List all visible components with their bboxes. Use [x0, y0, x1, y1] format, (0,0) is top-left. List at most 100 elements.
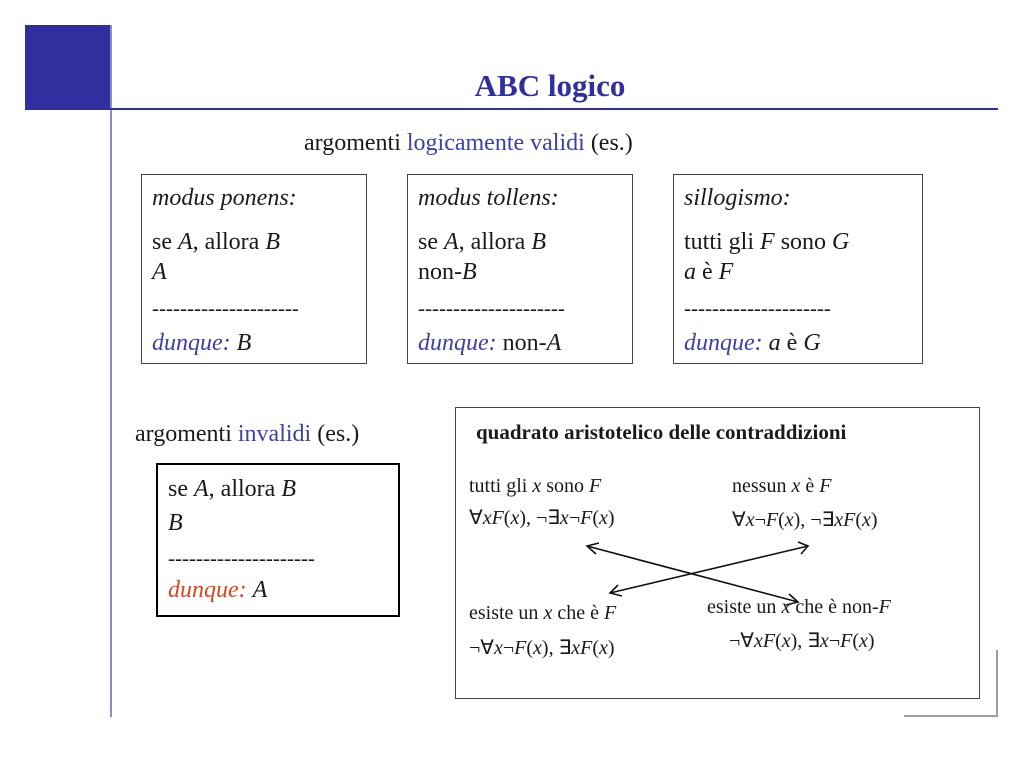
text-run: xF: [482, 507, 504, 529]
text-run: F: [840, 630, 853, 652]
separator-line: ---------------------: [152, 296, 299, 320]
text-run: x: [781, 596, 791, 618]
text-run: ), ∃: [790, 630, 820, 652]
premise-2: a è F: [684, 257, 733, 287]
text-run: ∀: [469, 507, 483, 529]
square-title: quadrato aristotelico delle contraddizio…: [476, 420, 847, 444]
text-run: x: [784, 509, 794, 531]
bottom-right-formula: ¬∀xF(x), ∃x¬F(x): [729, 628, 875, 653]
example-name: modus ponens:: [152, 185, 297, 211]
valid-heading-suffix: (es.): [584, 130, 633, 156]
bottom-right-corner-v: [996, 650, 998, 716]
premise-1: se A, allora B: [418, 227, 546, 257]
text-run: G: [832, 229, 850, 255]
text-run: x: [781, 630, 791, 652]
text-run: F: [603, 602, 617, 624]
text-run: ¬∀: [469, 637, 494, 659]
text-run: ¬: [568, 507, 581, 529]
text-run: x: [791, 475, 801, 497]
text-run: esiste un: [707, 596, 782, 618]
text-run: F: [514, 637, 527, 659]
text-run: tutti gli: [469, 475, 533, 497]
text-run: dunque:: [684, 330, 763, 356]
title-rule: [25, 108, 998, 110]
text-run: ¬: [754, 509, 766, 531]
text-run: x: [559, 507, 569, 529]
text-run: A: [178, 229, 193, 255]
text-run: non-: [496, 330, 547, 356]
text-run: ): [607, 507, 615, 529]
corner-square-decoration: [25, 25, 111, 109]
text-run: che è: [552, 602, 604, 624]
text-run: è: [780, 330, 804, 356]
text-run: , allora: [192, 229, 266, 255]
text-run: x: [858, 630, 868, 652]
text-run: ), ¬∃: [519, 507, 560, 529]
premise-1: se A, allora B: [168, 474, 296, 504]
contradiction-arrows: [585, 541, 810, 606]
text-run: non-: [418, 259, 462, 285]
text-run: xF: [571, 637, 593, 659]
text-run: tutti gli: [684, 229, 761, 255]
slide-title: ABC logico: [474, 68, 626, 103]
premise-2: A: [152, 257, 167, 287]
text-run: x: [543, 602, 553, 624]
text-run: F: [878, 596, 891, 618]
syllogism-box: sillogismo: tutti gli F sono G a è F ---…: [673, 174, 923, 364]
text-run: , allora: [208, 476, 282, 502]
text-run: A: [546, 330, 562, 356]
invalid-heading-suffix: (es.): [311, 421, 360, 447]
modus-tollens-box: modus tollens: se A, allora B non-B ----…: [407, 174, 633, 364]
text-run: a: [684, 259, 696, 285]
premise-1: tutti gli F sono G: [684, 227, 849, 257]
text-run: A: [252, 577, 268, 603]
text-run: A: [194, 476, 209, 502]
text-run: (: [592, 637, 599, 659]
premise-2: non-B: [418, 257, 477, 287]
text-run: F: [718, 259, 734, 285]
bottom-right-corner-h: [904, 715, 998, 717]
text-run: sono: [541, 475, 590, 497]
premise-1: se A, allora B: [152, 227, 280, 257]
text-run: (: [526, 637, 534, 659]
text-run: F: [765, 509, 779, 531]
text-run: dunque:: [168, 577, 247, 603]
text-run: esiste un: [469, 602, 544, 624]
text-run: è: [800, 475, 820, 497]
invalid-argument-box: se A, allora B B --------------------- d…: [156, 463, 400, 617]
text-run: a: [768, 330, 781, 356]
text-run: x: [745, 509, 755, 531]
top-right-statement: nessun x è F: [732, 475, 831, 498]
text-run: A: [152, 259, 167, 285]
text-run: B: [168, 510, 183, 536]
text-run: B: [236, 330, 252, 356]
text-run: (: [592, 507, 599, 529]
conclusion: dunque: B: [152, 328, 251, 358]
text-run: ¬: [502, 637, 515, 659]
text-run: sono: [774, 229, 833, 255]
valid-heading-highlight: logicamente validi: [406, 130, 585, 156]
text-run: x: [510, 507, 520, 529]
text-run: x: [598, 637, 608, 659]
conclusion: dunque: non-A: [418, 328, 561, 358]
text-run: x: [532, 475, 542, 497]
text-run: , allora: [458, 229, 532, 255]
separator-line: ---------------------: [418, 296, 565, 320]
conclusion: dunque: A: [168, 575, 267, 605]
text-run: B: [462, 259, 477, 285]
top-right-formula: ∀x¬F(x), ¬∃xF(x): [732, 507, 878, 532]
top-left-statement: tutti gli x sono F: [469, 475, 601, 498]
text-run: ): [870, 509, 878, 531]
bottom-left-formula: ¬∀x¬F(x), ∃xF(x): [469, 635, 615, 660]
text-run: B: [265, 229, 280, 255]
text-run: se: [168, 476, 194, 502]
text-run: dunque:: [152, 330, 231, 356]
text-run: F: [589, 475, 602, 497]
text-run: ): [867, 630, 875, 652]
text-run: B: [531, 229, 546, 255]
text-run: ): [607, 637, 615, 659]
separator-line: ---------------------: [168, 546, 315, 570]
bottom-left-statement: esiste un x che è F: [469, 602, 616, 625]
text-run: ), ∃: [541, 637, 572, 659]
text-run: x: [533, 637, 542, 659]
